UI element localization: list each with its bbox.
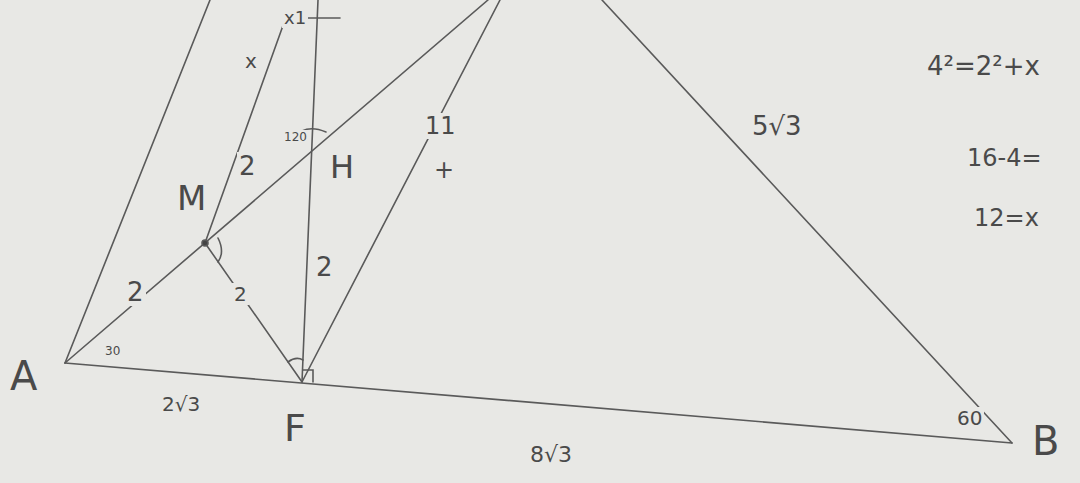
- height-line: [302, 0, 318, 382]
- sketch-label: 4²=2²+x: [925, 52, 1042, 80]
- sketch-label: M: [175, 180, 208, 216]
- sketch-label: H: [328, 150, 356, 184]
- base-line: [65, 363, 1012, 443]
- angle-arc: [288, 358, 303, 362]
- point-dot: [202, 240, 208, 246]
- sketch-label: 5√3: [750, 112, 804, 140]
- parallel-line: [65, 0, 210, 363]
- sketch-label: +: [432, 157, 456, 183]
- parallel-line: [302, 0, 500, 382]
- sketch-label: 11: [423, 113, 458, 139]
- sketch-label: x: [243, 50, 259, 72]
- angle-arc: [218, 238, 222, 262]
- diagonal-line: [65, 0, 488, 363]
- sketch-label: 30: [103, 344, 122, 358]
- sketch-label: F: [282, 408, 308, 448]
- sketch-label: 60: [955, 407, 984, 429]
- segment-line: [205, 20, 285, 243]
- right-angle: [303, 370, 313, 382]
- segment-line: [205, 243, 302, 382]
- sketch-label: A: [8, 355, 39, 397]
- sketch-label: 2: [125, 278, 146, 306]
- tick-mark: [308, 17, 340, 19]
- sketch-label: 16-4=: [965, 145, 1044, 171]
- sketch-label: 12=x: [972, 205, 1041, 231]
- sketch-label: 2: [232, 283, 249, 305]
- sketch-label: x1: [282, 8, 308, 28]
- sketch-label: 2: [237, 152, 258, 180]
- sketch-label: B: [1030, 420, 1061, 462]
- sketch-label: 8√3: [528, 443, 574, 467]
- sketch-label: 120: [282, 130, 309, 144]
- sketch-label: 2√3: [160, 393, 202, 415]
- sketch-label: 2: [314, 253, 335, 281]
